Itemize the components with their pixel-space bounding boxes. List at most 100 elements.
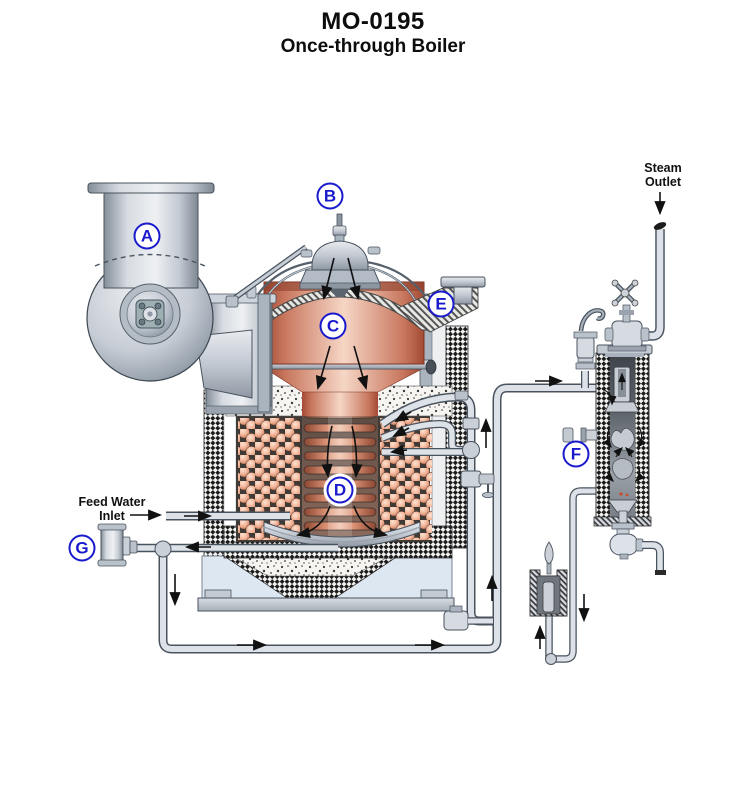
arrow-passage-left [321,425,333,479]
left-insulation-wall [203,389,225,563]
flue-flange [440,276,486,288]
gauge-stub [584,429,598,441]
page-title: MO-0195 [321,8,425,35]
pump-tee [154,540,172,558]
steam-valve-flange [607,345,647,352]
steam-valve-ear-left [604,327,614,342]
burner [225,213,381,308]
safety-valve [573,308,606,388]
drain-stub [618,510,628,524]
safety-valve-lever [579,309,605,332]
level-dot-2 [625,493,629,497]
arrow-burner-left [321,257,335,301]
shell-left-strip [257,293,271,413]
check-pot-plunger [542,581,555,613]
callout-a-blower: A [133,222,161,250]
arrow-baffle-under-right [624,446,635,458]
downcomer-tee [545,653,557,665]
feed-water-line1: Feed Water [78,495,146,509]
arrow-header-1 [394,410,412,423]
arrow-dish-left [295,505,331,539]
burner-nozzle [331,289,349,297]
check-pot [529,541,568,617]
pump-cap-bottom [97,559,127,567]
burner-skirt [299,269,381,285]
arrow-separator-in [601,388,617,406]
pump-flange-2 [129,540,138,554]
pump-flange-1 [122,536,131,556]
drain-valve-body [609,533,639,556]
bottom-dish [263,521,421,548]
header-elbow-flange [454,390,469,401]
check-pot-knob [544,541,554,565]
pump-body [100,525,124,565]
blowdown-valve [443,610,469,631]
tube-bank-left [238,418,300,540]
arrow-header-3 [389,444,408,456]
manifold-tee [462,441,480,459]
fan-discharge-duct [195,329,253,399]
callout-b-burner: B [316,182,344,210]
safety-valve-top-flange [573,331,598,339]
drain-union [635,538,644,552]
steam-valve-body [611,320,643,349]
manifold-valve-body [478,473,495,485]
callout-c-combustion-chamber: C [319,312,347,340]
steam-valve-packing [619,310,634,315]
burner-plate [299,282,381,290]
burner-stub-right [367,246,381,255]
blowdown-valve-nut [449,605,463,613]
arrow-burner-right [347,257,361,301]
blower-fan [86,182,253,399]
arrow-cone-left [315,345,331,391]
arrow-lower-right [634,467,645,483]
page-subtitle: Once-through Boiler [280,36,466,57]
arrow-cone-right [353,345,369,391]
steam-pipe-tip [653,222,667,230]
steam-separator [545,222,667,665]
arrow-baffle-left [603,428,612,449]
drain-flange [611,522,635,530]
vortex-flare [604,401,640,413]
safety-valve-flange-1 [575,362,596,370]
base-plate [197,597,455,612]
callout-g-feed-pump: G [68,534,96,562]
steam-valve-ear-right [640,327,650,342]
safety-valve-body [576,336,595,359]
drain-cock-handle [482,491,494,498]
drain-valve-nub [619,553,629,560]
callout-f-steam-separator: F [562,440,590,468]
drain-spout-end [655,570,666,575]
level-dot-1 [619,492,623,496]
passage-highlight [328,404,352,538]
motor-bolts [138,302,162,326]
steam-outlet-line2: Outlet [644,174,682,189]
arrow-lower-left [604,467,615,483]
callout-d-heating-coil: D [326,476,354,504]
feed-pump [97,523,138,567]
bottom-dish-line [263,526,421,543]
baffle-lower [612,458,634,480]
arrow-header-2 [392,425,410,437]
handwheel-icon [611,279,639,307]
cap-flange [605,353,644,357]
gauge-stub-flange [580,427,587,443]
boiler-base [197,555,455,612]
motor-shaft-dot [147,311,153,317]
arrow-baffle-under-left [613,446,624,458]
fan-inlet-flange [87,182,215,194]
steam-outlet-label: Steam Outlet [630,161,696,189]
flow-arrows [130,192,666,651]
burner-dome [311,240,369,271]
bottom-funnel [607,499,638,513]
steam-outlet-line1: Steam [644,161,682,175]
piping [97,383,606,654]
burner-nut [332,225,347,237]
burner-stub-left [300,249,313,258]
manifold-union [462,417,480,430]
steam-valve [604,279,650,352]
manifold-valve [460,470,482,488]
pump-cap-top [97,523,127,531]
